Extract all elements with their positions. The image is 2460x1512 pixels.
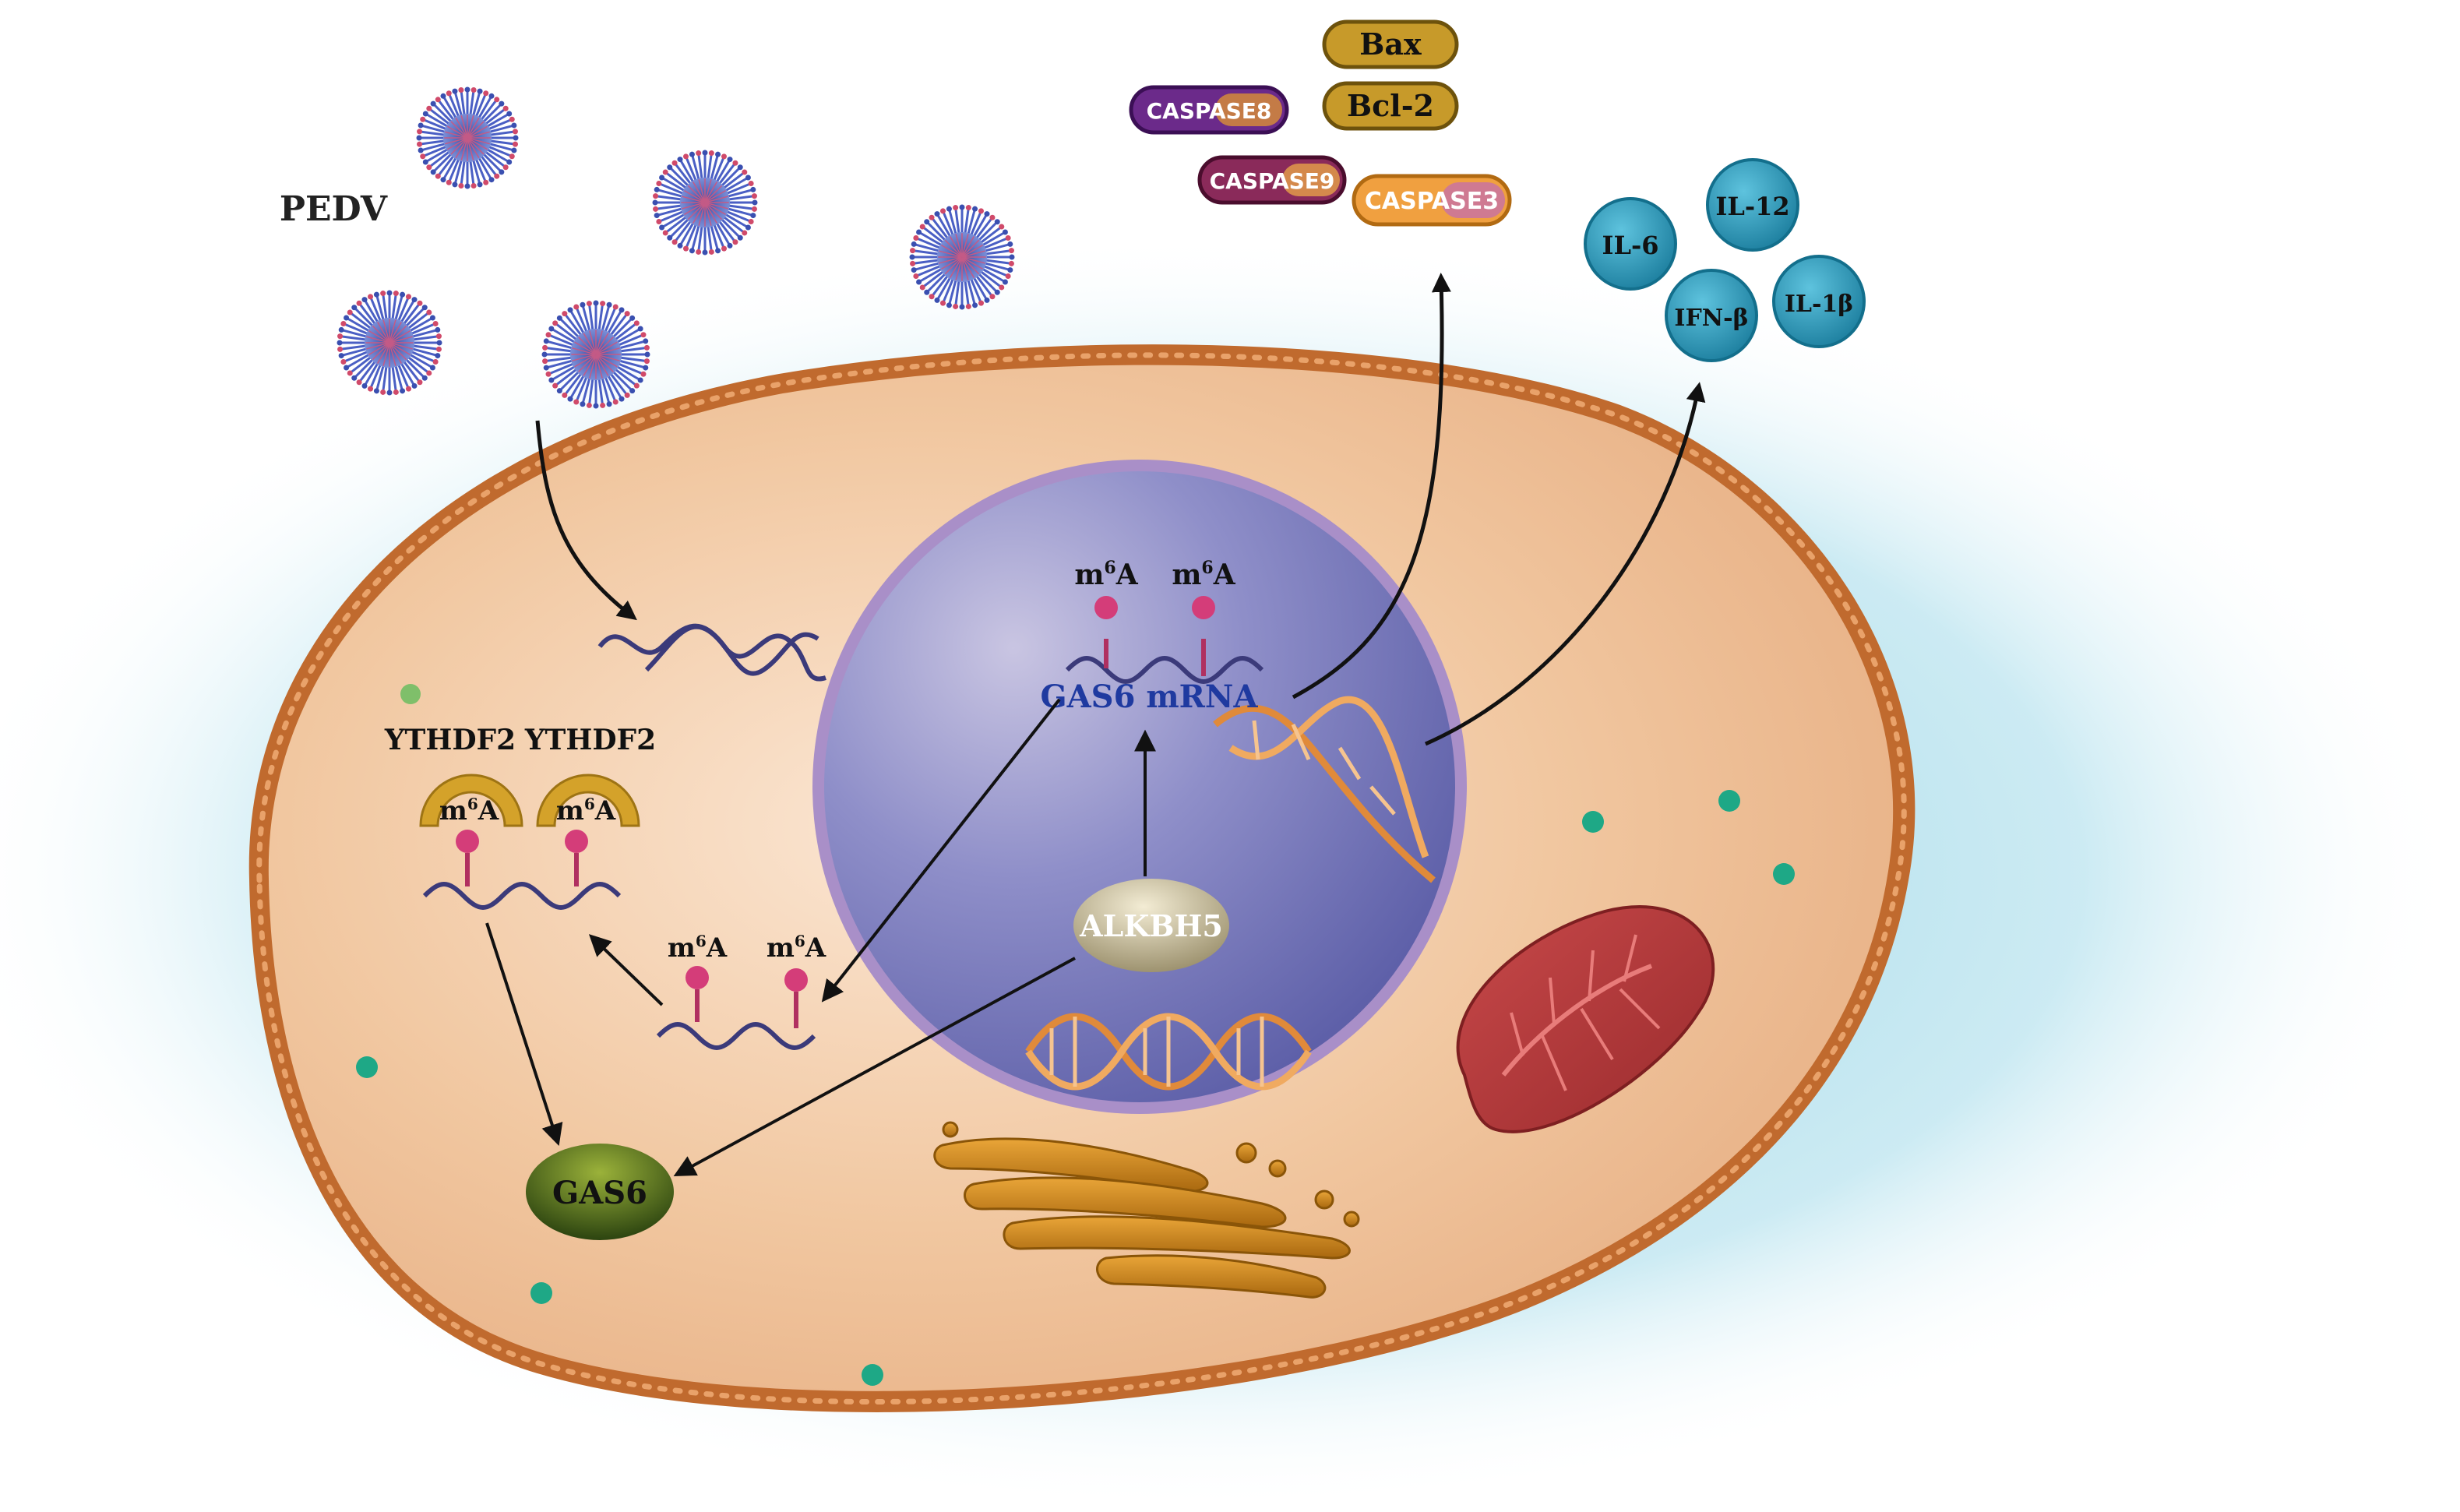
gas6-shape xyxy=(526,1144,674,1240)
caspase8-label: CASPASE8 xyxy=(1147,98,1272,124)
bax-pill: Bax xyxy=(1322,19,1459,69)
membrane-dots xyxy=(256,352,1907,1405)
ythdf2-label-left: YTHDF2 xyxy=(384,724,516,756)
cytoplasmic-granules xyxy=(356,684,1795,1386)
alkbh5-shape xyxy=(1073,879,1229,972)
granule xyxy=(1773,863,1795,885)
granule xyxy=(356,1056,378,1078)
cytokine-ifnb xyxy=(1665,269,1758,362)
pedv-virions xyxy=(337,86,1015,409)
pedv-virion xyxy=(541,300,650,409)
pedv-virion xyxy=(337,290,442,396)
m6a-head xyxy=(565,830,588,853)
ythdf2-shape-right xyxy=(536,774,640,827)
nucleus xyxy=(812,460,1467,1114)
gas6-protein: GAS6 xyxy=(526,1144,674,1240)
pedv-virion xyxy=(909,204,1015,310)
granule xyxy=(530,1282,552,1304)
mitochondrion xyxy=(1456,905,1715,1133)
bax-label: Bax xyxy=(1359,26,1422,62)
arrow-alkbh5-to-gas6 xyxy=(673,957,1076,1177)
m6a-head xyxy=(1094,596,1118,619)
granule xyxy=(400,684,421,704)
caspase3-pill: CASPASE3 xyxy=(1352,174,1512,227)
cytokines: IL-6 IL-12 IFN-β IL-1β xyxy=(1584,158,1866,362)
viral-rna xyxy=(644,624,819,676)
cytokine-il1b xyxy=(1772,255,1866,348)
dna-helix-right xyxy=(1213,696,1436,883)
gas6-mrna-label: GAS6 mRNA xyxy=(1040,678,1258,715)
ythdf2-shape-left xyxy=(419,774,523,827)
cytokine-il6 xyxy=(1584,197,1677,291)
arrow-ythdf2-to-gas6 xyxy=(485,922,563,1146)
alkbh5: ALKBH5 xyxy=(1073,879,1229,972)
caspase9-label: CASPASE9 xyxy=(1210,168,1335,194)
m6a-label: m6A xyxy=(1074,558,1138,591)
apoptosis-proteins: Bax Bcl-2 CASPASE8 CASPASE9 CASPASE3 xyxy=(1129,19,1512,227)
dna-helix-bottom xyxy=(1025,1013,1312,1091)
gas6-mrna-nuclear: m6A m6A GAS6 mRNA xyxy=(1040,558,1264,715)
exported-mrna: m6A m6A xyxy=(656,932,826,1050)
m6a-head xyxy=(456,830,479,853)
arrow-to-cytokines xyxy=(1424,382,1706,746)
il1b-label: IL-1β xyxy=(1785,291,1853,318)
m6a-label: m6A xyxy=(767,932,826,964)
il12-label: IL-12 xyxy=(1715,192,1789,221)
il6-label: IL-6 xyxy=(1602,231,1658,260)
pedv-virion xyxy=(652,150,758,256)
granule xyxy=(1718,790,1740,812)
bcl2-label: Bcl-2 xyxy=(1347,88,1434,123)
granule xyxy=(862,1364,883,1386)
caspase3-label: CASPASE3 xyxy=(1365,188,1499,215)
mrna-strand xyxy=(1065,656,1264,684)
m6a-label: m6A xyxy=(668,932,728,964)
ythdf2-label-right: YTHDF2 xyxy=(524,724,656,756)
caspase8-pill: CASPASE8 xyxy=(1129,85,1289,135)
m6a-head xyxy=(685,966,709,989)
m6a-head xyxy=(784,968,808,992)
arrow-mrna-to-ythdf2 xyxy=(588,934,664,1006)
gas6-label: GAS6 xyxy=(552,1175,647,1211)
cytokine-il12 xyxy=(1706,158,1799,252)
pathway-arrows xyxy=(485,273,1706,1177)
m6a-head xyxy=(1192,596,1215,619)
arrow-to-apoptosis xyxy=(1292,273,1451,700)
mrna-strand xyxy=(422,882,622,910)
caspase9-pill: CASPASE9 xyxy=(1197,155,1347,205)
arrow-mrna-export xyxy=(821,698,1061,1003)
ythdf2-complex: YTHDF2 YTHDF2 m6A m6A xyxy=(384,724,656,910)
golgi-apparatus xyxy=(933,1121,1360,1299)
mrna-strand xyxy=(656,1022,816,1050)
ifnb-label: IFN-β xyxy=(1674,305,1748,332)
granule xyxy=(1582,811,1604,833)
m6a-label: m6A xyxy=(556,795,616,826)
nucleoplasm xyxy=(824,471,1455,1102)
pedv-label: PEDV xyxy=(280,189,388,229)
pedv-virion xyxy=(416,86,519,189)
alkbh5-label: ALKBH5 xyxy=(1079,908,1223,943)
bcl2-pill: Bcl-2 xyxy=(1322,81,1459,131)
arrow-virus-entry xyxy=(535,420,637,621)
m6a-label: m6A xyxy=(1172,558,1235,591)
m6a-label: m6A xyxy=(439,795,499,826)
